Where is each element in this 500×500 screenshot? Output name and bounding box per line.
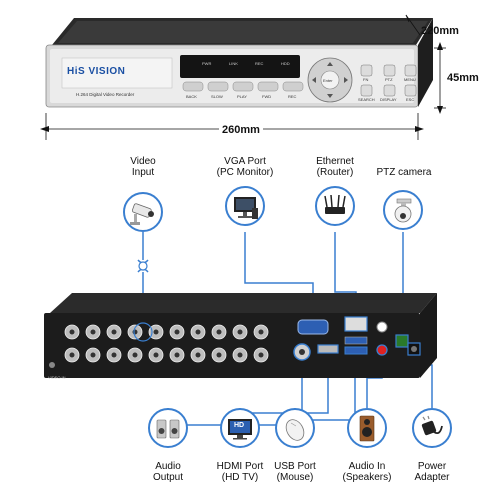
- ethernet-port: [344, 316, 368, 332]
- usb-port-label: USB Port (Mouse): [263, 461, 327, 483]
- speaker-input-icon: [347, 408, 387, 448]
- ptz-label: PTZ: [385, 77, 393, 82]
- video-input-name: Video: [130, 156, 156, 167]
- ptz-dome-camera-icon: [383, 190, 423, 230]
- video-input-sub: Input: [131, 167, 155, 178]
- width-dimension: 260mm: [219, 124, 263, 136]
- vga-port-name: VGA Port: [224, 156, 266, 167]
- led-label-pwr: PWR: [202, 61, 212, 66]
- ethernet-label: Ethernet (Router): [300, 156, 370, 178]
- ethernet-sub: (Router): [316, 167, 354, 178]
- bullet-camera-icon: [123, 192, 163, 232]
- usb-mouse-icon: [275, 408, 315, 448]
- usb-port-2: [344, 346, 368, 355]
- ethernet-name: Ethernet: [316, 156, 354, 167]
- speaker-output-icon: [148, 408, 188, 448]
- audio-in-name: Audio In: [348, 461, 386, 472]
- fn-label: FN: [363, 77, 369, 82]
- hdmi-port-name: HDMI Port: [216, 461, 264, 472]
- dvr-rear-panel: [44, 293, 437, 378]
- pc-monitor-icon: [225, 186, 265, 226]
- vga-port-sub: (PC Monitor): [216, 167, 274, 178]
- bnc-video-inputs: [64, 324, 269, 363]
- audio-in-label: Audio In (Speakers): [334, 461, 400, 483]
- enter-key-label: Enter: [323, 78, 333, 83]
- audio-output-name: Audio: [155, 461, 181, 472]
- button-label-back: BACK: [186, 94, 197, 99]
- power-adapter-label: Power Adapter: [404, 461, 460, 483]
- rca-red-port: [376, 344, 388, 356]
- model-text: H.264 Digital Video Recorder: [76, 92, 135, 97]
- audio-in-sub: (Speakers): [342, 472, 392, 483]
- audio-output-label: Audio Output: [140, 461, 196, 483]
- vga-port-label: VGA Port (PC Monitor): [205, 156, 285, 178]
- playback-buttons: [182, 81, 304, 92]
- power-adapter-sub: Adapter: [414, 472, 450, 483]
- usb-port-1: [344, 336, 368, 345]
- height-dimension: 45mm: [447, 72, 479, 84]
- menu-label: MENU: [404, 77, 416, 82]
- button-label-play: PLAY: [237, 94, 247, 99]
- ptz-camera-label: PTZ camera: [368, 167, 440, 178]
- brand-logo: HiS VISION: [67, 66, 126, 77]
- power-adapter-icon: [412, 408, 452, 448]
- hdmi-port-sub: (HD TV): [221, 472, 259, 483]
- function-buttons: [360, 64, 417, 97]
- hdmi-port-label: HDMI Port (HD TV): [205, 461, 275, 483]
- ptz-camera-name: PTZ camera: [376, 167, 432, 178]
- button-label-fwd: FWD: [262, 94, 272, 99]
- audio-output-sub: Output: [152, 472, 184, 483]
- button-label-slow: SLOW: [211, 94, 223, 99]
- usb-port-name: USB Port: [274, 461, 316, 472]
- led-display: [180, 55, 300, 78]
- vga-port: [297, 319, 329, 335]
- led-label-link: LINK: [229, 61, 238, 66]
- button-label-rec: REC: [288, 94, 297, 99]
- hdmi-port: [317, 344, 339, 354]
- search-label: SEARCH: [358, 97, 375, 102]
- router-icon: [315, 186, 355, 226]
- rca-white-port: [376, 321, 388, 333]
- power-adapter-name: Power: [417, 461, 447, 472]
- video-input-label: Video Input: [113, 156, 173, 178]
- rear-side-label: VIDEO IN: [48, 375, 66, 380]
- display-label: DISPLAY: [380, 97, 397, 102]
- hd-tv-icon: HD: [220, 408, 260, 448]
- led-label-rec: REC: [255, 61, 264, 66]
- depth-dimension: 220mm: [421, 25, 459, 37]
- hd-badge: HD: [234, 422, 245, 429]
- led-label-hdd: HDD: [281, 61, 290, 66]
- dvr-front-view: [40, 14, 446, 140]
- usb-port-sub: (Mouse): [276, 472, 314, 483]
- rs485-port: [395, 334, 409, 348]
- esc-label: ESC: [406, 97, 415, 102]
